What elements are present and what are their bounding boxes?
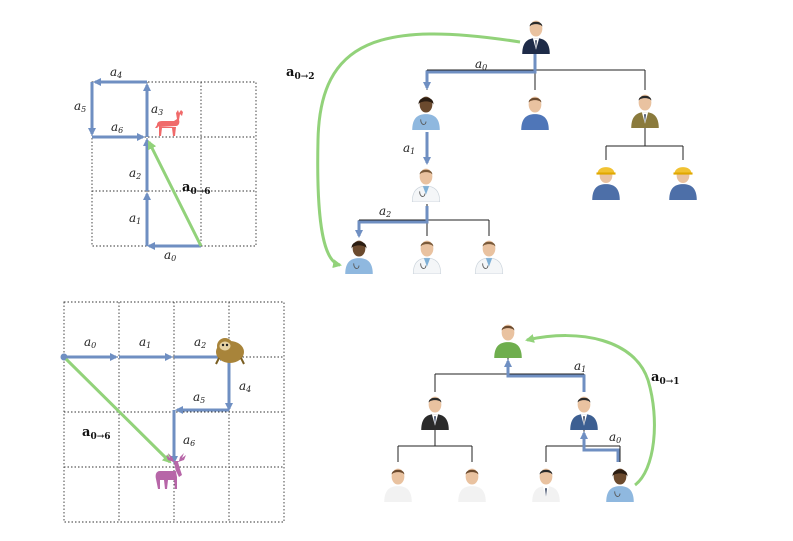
blonde-person-icon — [521, 96, 549, 130]
person-icon — [384, 468, 412, 502]
deer-icon — [155, 110, 183, 136]
composite-arrow-a0-6 — [64, 357, 172, 464]
businessman-icon — [570, 396, 598, 430]
businessman-icon — [631, 94, 659, 128]
action-arrow-a0 — [580, 431, 620, 462]
moose-grid-panel: a0 a1 a2 a4 a5 a6 a0→6 — [60, 301, 285, 523]
businessman-icon — [522, 20, 550, 54]
label-a0: a0 — [609, 430, 621, 445]
label-a6: a6 — [111, 120, 123, 135]
composite-arrow-a0-1 — [525, 334, 656, 487]
deer-grid — [91, 81, 257, 247]
label-a1: a1 — [574, 359, 586, 374]
nurse-icon — [411, 96, 441, 130]
label-a2: a2 — [129, 166, 141, 181]
office-tree-panel: a1 a0 a0→1 — [384, 324, 680, 502]
action-arrow-a1 — [504, 359, 586, 392]
businesswoman-icon — [421, 396, 449, 430]
label-a6: a6 — [183, 433, 195, 448]
sloth-icon — [215, 338, 245, 365]
action-arrow-a2 — [355, 206, 429, 238]
label-composite-a0-6: a0→6 — [82, 425, 111, 442]
person-icon — [605, 468, 635, 502]
person-icon — [532, 468, 560, 502]
label-a5: a5 — [193, 390, 205, 405]
composite-arrow-a0-2 — [316, 32, 521, 269]
label-a4: a4 — [239, 379, 251, 394]
label-a4: a4 — [110, 65, 122, 80]
label-a1: a1 — [139, 335, 151, 350]
label-a2: a2 — [194, 335, 206, 350]
label-a2: a2 — [379, 204, 391, 219]
doctor-tree-panel: a0 a1 a2 a0→2 — [286, 20, 697, 274]
label-a1: a1 — [403, 141, 415, 156]
doctor-icon — [474, 240, 504, 274]
label-composite-a0-6: a0→6 — [182, 180, 211, 197]
label-a1: a1 — [129, 211, 141, 226]
label-a0: a0 — [475, 57, 487, 72]
manager-icon — [494, 324, 522, 358]
label-a0: a0 — [84, 335, 96, 350]
person-icon — [458, 468, 486, 502]
doctor-icon — [412, 240, 442, 274]
moose-icon — [155, 453, 186, 489]
nurse-icon — [344, 240, 374, 274]
construction-worker-icon — [669, 167, 697, 200]
label-composite-a0-2: a0→2 — [286, 65, 315, 82]
action-arrow-a0 — [423, 48, 537, 90]
label-a3: a3 — [151, 102, 163, 117]
construction-worker-icon — [592, 167, 620, 200]
doctor-icon — [411, 168, 441, 202]
composite-arrow-a0-6 — [147, 140, 203, 247]
label-a0: a0 — [164, 248, 176, 263]
label-composite-a0-1: a0→1 — [651, 370, 680, 387]
deer-grid-panel: a0 a1 a2 a3 a4 a5 a6 a0→6 — [74, 65, 257, 263]
start-dot — [60, 353, 68, 361]
label-a5: a5 — [74, 99, 86, 114]
